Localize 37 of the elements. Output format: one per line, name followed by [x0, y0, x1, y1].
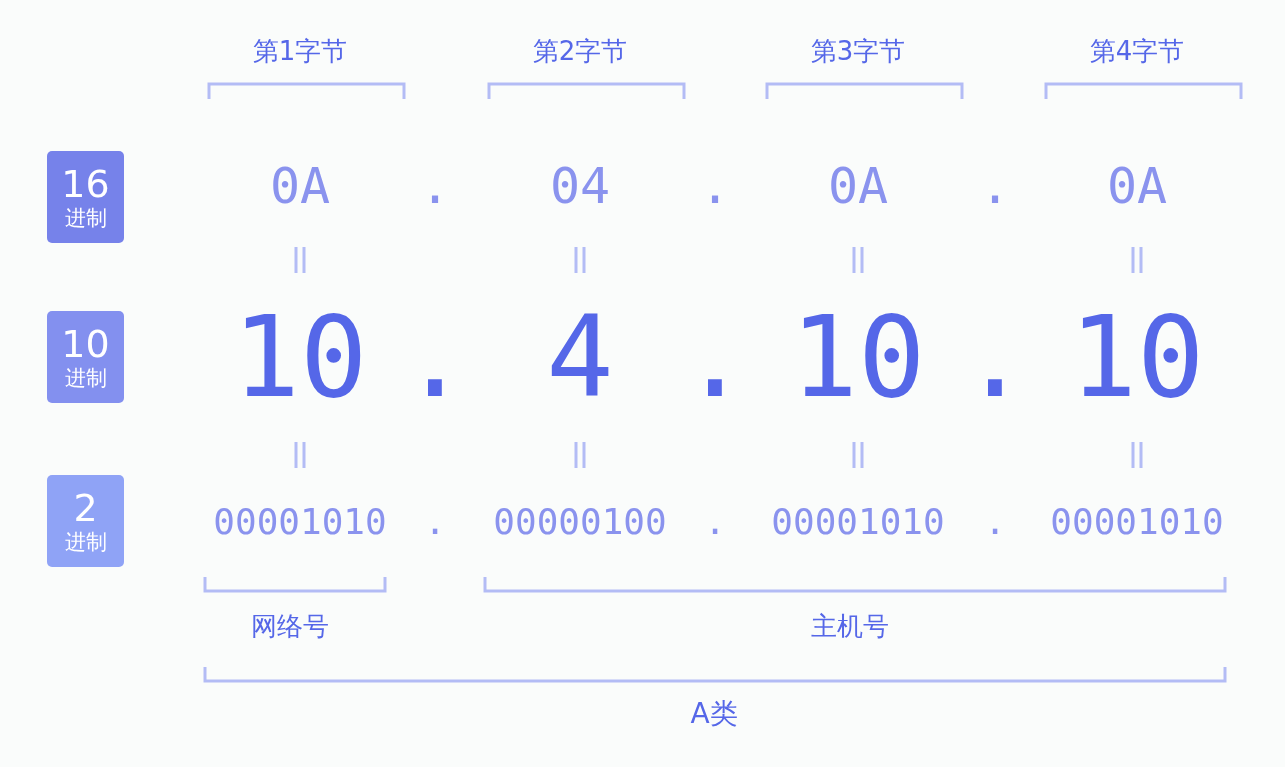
- base-badge: [47, 475, 124, 567]
- host-part-label: 主机号: [811, 613, 889, 639]
- hex-value: 04: [549, 161, 611, 211]
- byte-header: 第3字节: [810, 38, 906, 64]
- decimal-value: 10: [790, 301, 926, 413]
- address-class-label: A类: [690, 700, 738, 728]
- hex-value: 0A: [827, 161, 889, 211]
- base-word: 进制: [64, 205, 107, 231]
- byte-header: 第2字节: [532, 38, 628, 64]
- byte-header: 第1字节: [252, 38, 348, 64]
- base-word: 进制: [64, 529, 107, 555]
- base-number: 2: [73, 487, 98, 529]
- binary-value: 00001010: [771, 504, 945, 540]
- dot-separator: .: [681, 301, 749, 413]
- dot-separator: .: [984, 504, 1006, 540]
- base-number: 16: [61, 163, 110, 205]
- decimal-value: 10: [1069, 301, 1205, 413]
- dot-separator: .: [401, 301, 469, 413]
- dot-separator: .: [961, 301, 1029, 413]
- decimal-value: 4: [546, 301, 614, 413]
- network-part-label: 网络号: [251, 613, 329, 639]
- dot-separator: .: [424, 504, 446, 540]
- base-badge: [47, 311, 124, 403]
- binary-value: 00000100: [493, 504, 667, 540]
- base-word: 进制: [64, 365, 107, 391]
- binary-value: 00001010: [213, 504, 387, 540]
- hex-value: 0A: [1106, 161, 1168, 211]
- dot-separator: .: [704, 504, 726, 540]
- byte-header: 第4字节: [1089, 38, 1185, 64]
- hex-value: 0A: [269, 161, 331, 211]
- dot-separator: .: [699, 161, 731, 211]
- base-number: 10: [61, 323, 110, 365]
- dot-separator: .: [419, 161, 451, 211]
- dot-separator: .: [979, 161, 1011, 211]
- base-badge: [47, 151, 124, 243]
- binary-value: 00001010: [1050, 504, 1224, 540]
- decimal-value: 10: [232, 301, 368, 413]
